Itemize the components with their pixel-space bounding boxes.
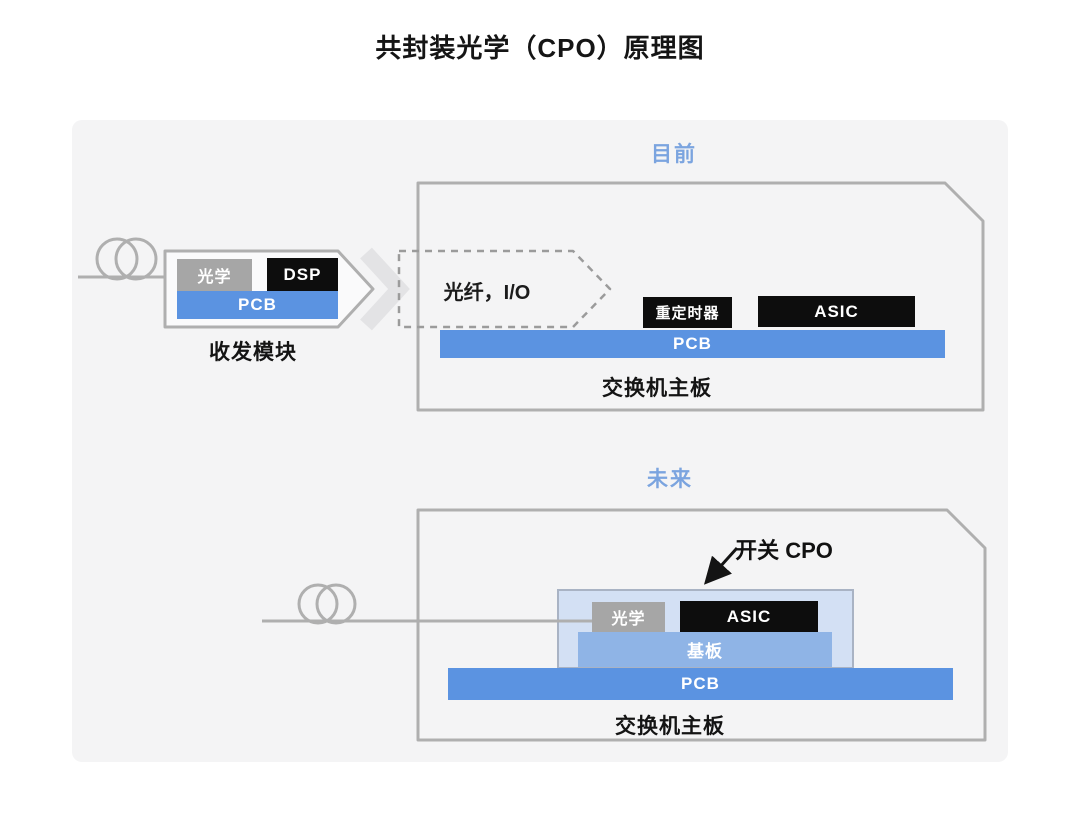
section-heading-current: 目前 — [651, 143, 697, 166]
current-mainboard-outline — [416, 181, 985, 412]
section-heading-future: 未来 — [647, 468, 693, 491]
package-optics-block: 光学 — [592, 602, 665, 632]
future-mainboard-caption: 交换机主板 — [615, 715, 725, 738]
package-asic-chip: ASIC — [680, 601, 818, 632]
future-mainboard-outline — [416, 508, 987, 742]
retimer-chip: 重定时器 — [643, 297, 732, 328]
package-substrate-bar: 基板 — [578, 632, 832, 667]
current-asic-chip: ASIC — [758, 296, 915, 327]
fiber-coil-icon — [262, 583, 592, 625]
fiber-io-label: 光纤，I/O — [443, 282, 531, 304]
cpo-pointer-label: 开关 CPO — [735, 538, 833, 563]
transceiver-optics-block: 光学 — [177, 259, 252, 291]
chevron-right-icon — [360, 247, 410, 331]
fiber-coil-icon — [78, 237, 177, 281]
future-mainboard-pcb-bar: PCB — [448, 668, 953, 700]
arrow-down-left-icon — [703, 546, 739, 585]
transceiver-pcb-bar: PCB — [177, 291, 338, 319]
current-mainboard-caption: 交换机主板 — [602, 377, 712, 400]
current-mainboard-pcb-bar: PCB — [440, 330, 945, 358]
transceiver-dsp-chip: DSP — [267, 258, 338, 291]
transceiver-caption: 收发模块 — [209, 341, 297, 364]
page-title: 共封装光学（CPO）原理图 — [375, 33, 705, 63]
fiber-io-dashed-outline — [397, 249, 612, 329]
